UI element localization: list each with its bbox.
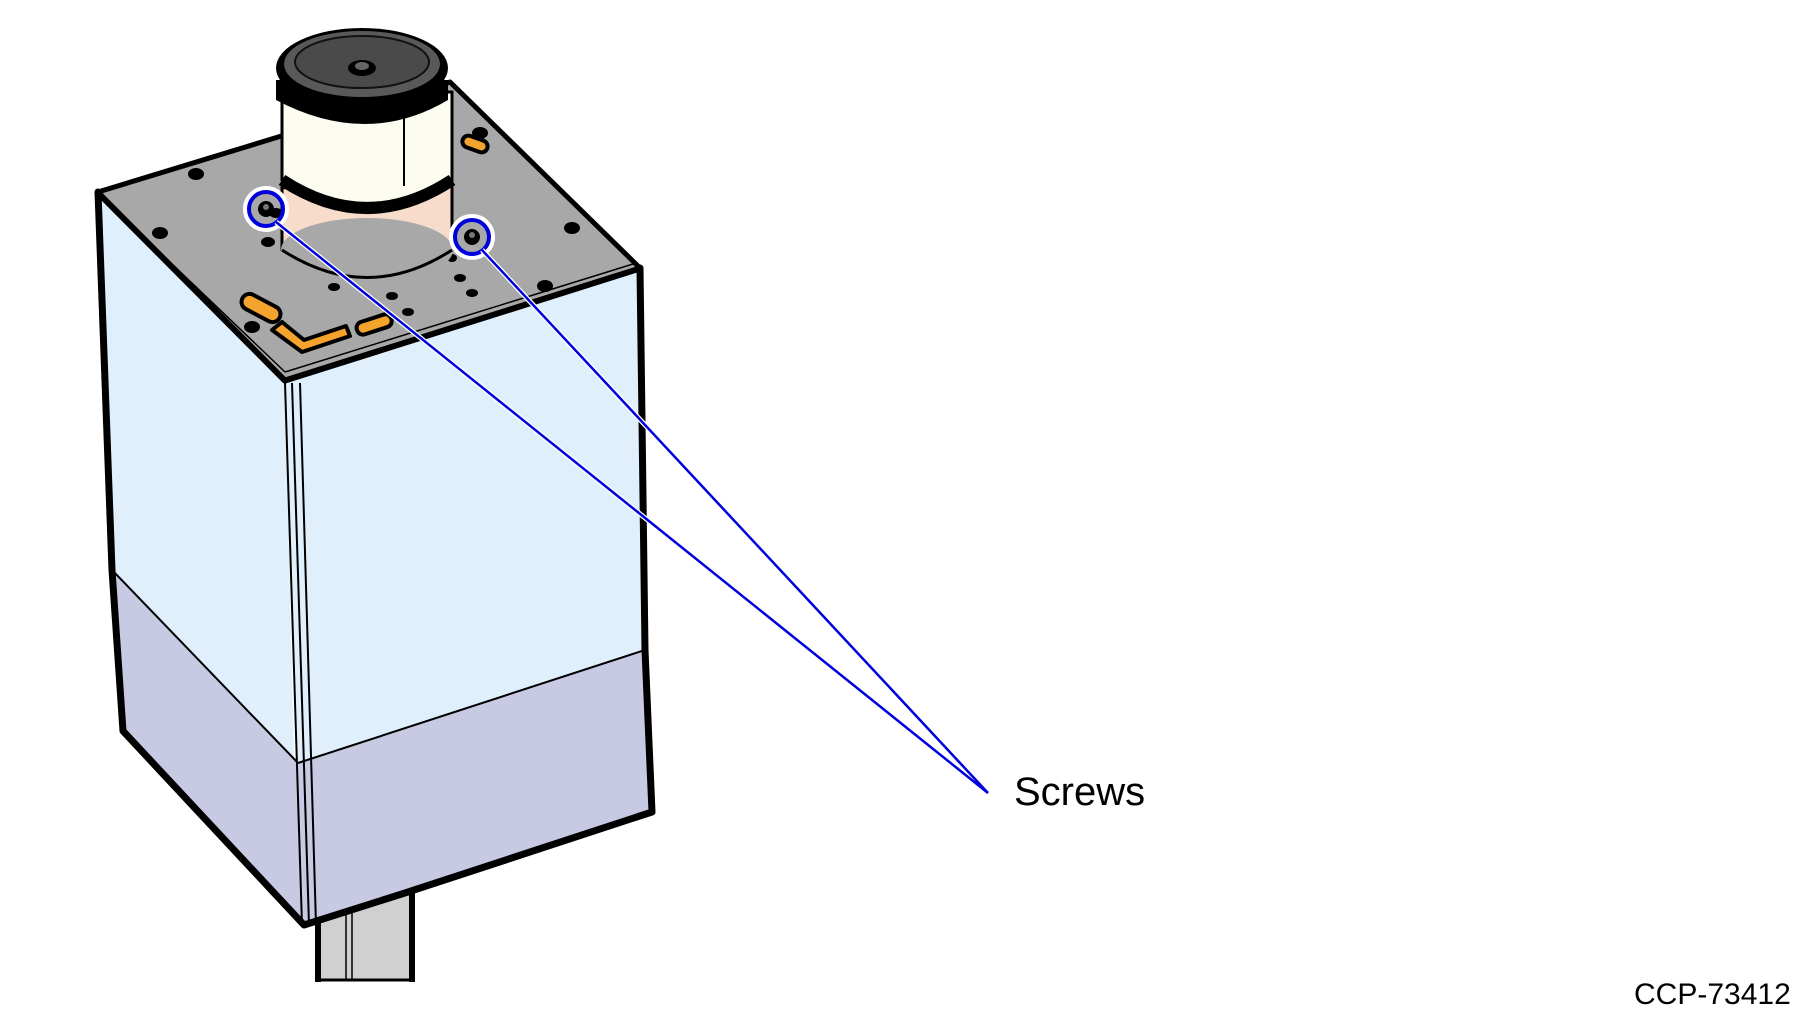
plate-slots [239, 133, 490, 354]
callout-label: Screws [1014, 770, 1146, 814]
figure-id: CCP-73412 [1634, 978, 1791, 1011]
paper-roll [276, 28, 456, 282]
housing-right-face [285, 270, 652, 925]
callout-leaders [274, 220, 990, 795]
plate-holes [152, 127, 580, 333]
screw-icon [243, 186, 289, 232]
housing-left-face [98, 197, 304, 925]
screw-icon [449, 214, 495, 260]
housing-corner-edge [284, 382, 317, 926]
